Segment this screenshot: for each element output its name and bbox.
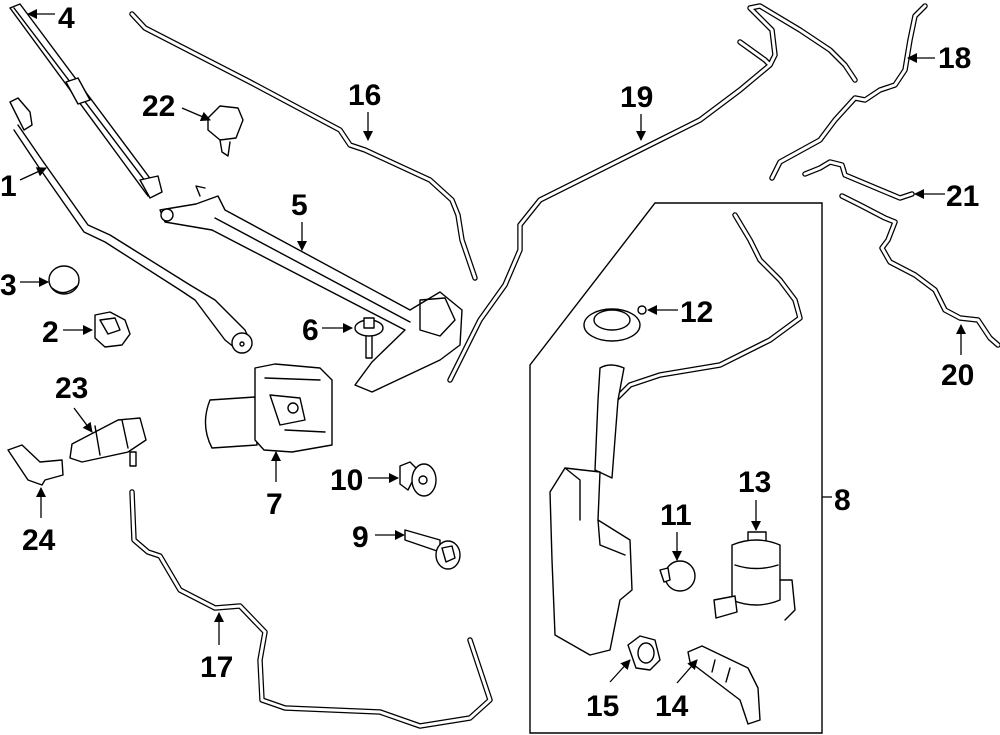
part-10-grommet[interactable]	[399, 461, 437, 497]
callout-19-label: 19	[620, 81, 653, 114]
callout-17: 17	[200, 612, 233, 684]
part-13-washer-pump[interactable]	[713, 531, 796, 621]
callout-10-label: 10	[330, 464, 363, 497]
part-14-level-sensor[interactable]	[687, 645, 761, 725]
callout-14: 14	[655, 659, 698, 723]
part-5-linkage[interactable]	[159, 185, 463, 393]
part-4-wiper-blade[interactable]	[9, 3, 163, 199]
callout-20-label: 20	[941, 359, 974, 392]
callout-8-label: 8	[834, 484, 851, 517]
callout-23: 23	[55, 372, 93, 433]
callout-4-label: 4	[58, 2, 75, 35]
callout-12-label: 12	[680, 296, 713, 329]
callout-23-label: 23	[55, 372, 88, 405]
callout-14-label: 14	[655, 690, 689, 723]
callout-11: 11	[660, 499, 692, 561]
callout-2-label: 2	[42, 316, 59, 349]
callout-12: 12	[647, 296, 713, 329]
part-12-reservoir-cap[interactable]	[583, 305, 647, 342]
part-15-grommet[interactable]	[627, 635, 661, 671]
callout-3-label: 3	[0, 269, 17, 302]
callout-1: 1	[0, 167, 47, 203]
callout-2: 2	[42, 316, 93, 349]
part-22-sensor[interactable]	[207, 105, 244, 157]
part-3-cap[interactable]	[48, 265, 80, 295]
callout-22-label: 22	[142, 90, 175, 123]
part-18-washer-hose[interactable]	[769, 3, 928, 181]
callout-5-label: 5	[291, 189, 308, 222]
callout-7-label: 7	[266, 488, 283, 521]
part-24-nozzle-cover[interactable]	[7, 444, 64, 486]
callout-11-label: 11	[660, 499, 692, 532]
callout-6: 6	[302, 314, 353, 347]
part-20-washer-hose[interactable]	[839, 193, 1000, 348]
callout-4: 4	[27, 2, 75, 35]
callout-21-label: 21	[946, 180, 979, 213]
part-8-washer-reservoir[interactable]	[549, 364, 633, 656]
callout-18-label: 18	[938, 42, 971, 75]
callout-17-label: 17	[200, 651, 233, 684]
callout-18: 18	[907, 42, 971, 75]
part-17-washer-hose[interactable]	[129, 489, 493, 729]
callout-16: 16	[348, 79, 381, 141]
group-8-reservoir-assembly: 8	[529, 202, 851, 734]
part-1-wiper-arm[interactable]	[9, 97, 253, 354]
callout-15-label: 15	[586, 690, 619, 723]
callout-1-label: 1	[0, 170, 17, 203]
callout-9: 9	[352, 521, 405, 554]
callout-9-label: 9	[352, 521, 369, 554]
callout-20: 20	[941, 324, 974, 392]
callout-15: 15	[586, 659, 631, 723]
part-7-wiper-motor[interactable]	[204, 363, 333, 453]
callout-7: 7	[266, 451, 283, 521]
callout-19: 19	[620, 81, 653, 141]
callout-24: 24	[22, 487, 56, 557]
callout-10: 10	[330, 464, 399, 497]
part-19-washer-hose[interactable]	[447, 3, 858, 383]
part-6-bolt[interactable]	[354, 317, 384, 359]
callout-24-label: 24	[22, 524, 56, 557]
callout-3: 3	[0, 269, 49, 302]
part-11-seal[interactable]	[659, 560, 696, 592]
part-21-washer-hose[interactable]	[802, 159, 915, 201]
callout-6-label: 6	[302, 314, 319, 347]
part-2-nut[interactable]	[94, 311, 131, 348]
part-9-screw[interactable]	[404, 529, 461, 570]
part-23-washer-nozzle[interactable]	[69, 417, 147, 467]
callout-13-label: 13	[738, 466, 771, 499]
callout-5: 5	[291, 189, 308, 251]
callout-16-label: 16	[348, 79, 381, 112]
part-8-reservoir-hose[interactable]	[612, 212, 803, 403]
callout-22: 22	[142, 90, 211, 123]
callout-21: 21	[914, 180, 979, 213]
callout-13: 13	[738, 466, 771, 531]
part-16-washer-hose[interactable]	[129, 11, 478, 281]
